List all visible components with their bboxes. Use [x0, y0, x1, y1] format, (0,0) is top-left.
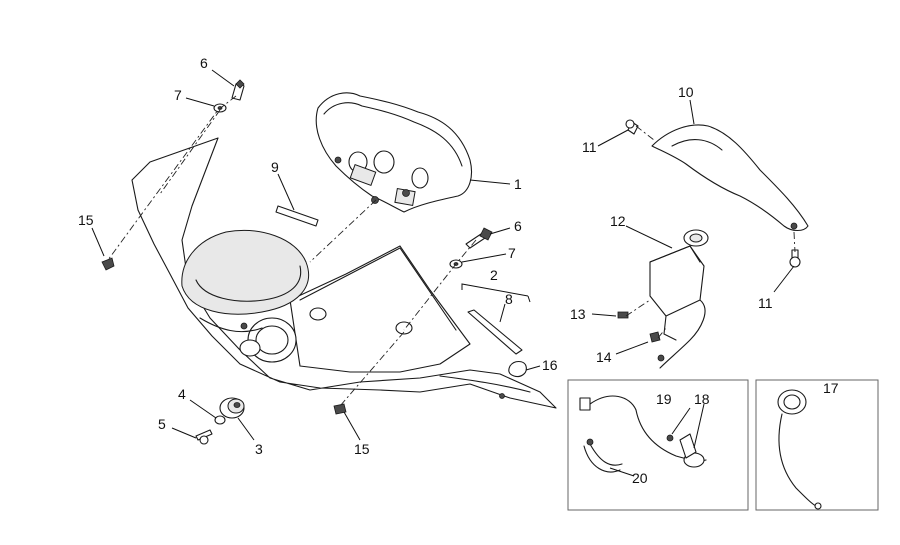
screw-11-bottom — [789, 249, 801, 268]
assembly-lines — [107, 95, 796, 407]
rod-pin — [275, 205, 319, 227]
callout-12: 12 — [610, 213, 626, 229]
callout-11-bottom: 11 — [758, 295, 773, 311]
clip-left — [101, 257, 115, 271]
callout-14: 14 — [596, 349, 612, 365]
inset-box-17 — [755, 379, 879, 511]
screw-5 — [195, 429, 213, 445]
screw-11-top — [625, 119, 639, 135]
washer-4 — [214, 415, 226, 425]
callout-3: 3 — [255, 441, 263, 457]
instrument-cluster-housing — [315, 92, 473, 213]
rubber-plug — [508, 360, 527, 378]
part-17-lamp-cable — [777, 389, 822, 510]
callout-1: 1 — [514, 176, 522, 192]
callout-4: 4 — [178, 386, 186, 402]
rubber-strip — [467, 309, 523, 355]
callout-6-middle: 6 — [514, 218, 522, 234]
ignition-switch — [649, 229, 709, 369]
callout-16: 16 — [542, 357, 558, 373]
callout-17: 17 — [823, 380, 839, 396]
screw-13 — [617, 311, 629, 319]
callout-2: 2 — [490, 267, 498, 283]
callout-11-top: 11 — [582, 139, 597, 155]
callout-20: 20 — [632, 470, 648, 486]
screw-washer-top-left — [213, 79, 245, 113]
callout-6-top: 6 — [200, 55, 208, 71]
leader-lines — [91, 69, 795, 477]
callout-8: 8 — [505, 291, 513, 307]
callout-labels: 1 2 3 4 5 6 6 7 7 8 9 10 11 11 12 13 14 … — [78, 55, 839, 486]
screw-14 — [649, 331, 661, 343]
callout-10: 10 — [678, 84, 694, 100]
screw-washer-middle — [449, 227, 493, 269]
headlight-fairing — [131, 137, 557, 409]
trim-bracket — [461, 283, 531, 303]
callout-15-left: 15 — [78, 212, 94, 228]
inset-box-sensor — [567, 379, 749, 511]
callout-13: 13 — [570, 306, 586, 322]
callout-18: 18 — [694, 391, 710, 407]
callout-7-middle: 7 — [508, 245, 516, 261]
cover-part-10 — [651, 124, 809, 232]
callout-7-top: 7 — [174, 87, 182, 103]
grommet — [219, 397, 245, 419]
callout-5: 5 — [158, 416, 166, 432]
callout-19: 19 — [656, 391, 672, 407]
sensor-assembly — [579, 395, 707, 473]
callout-9: 9 — [271, 159, 279, 175]
callout-15-bottom: 15 — [354, 441, 370, 457]
